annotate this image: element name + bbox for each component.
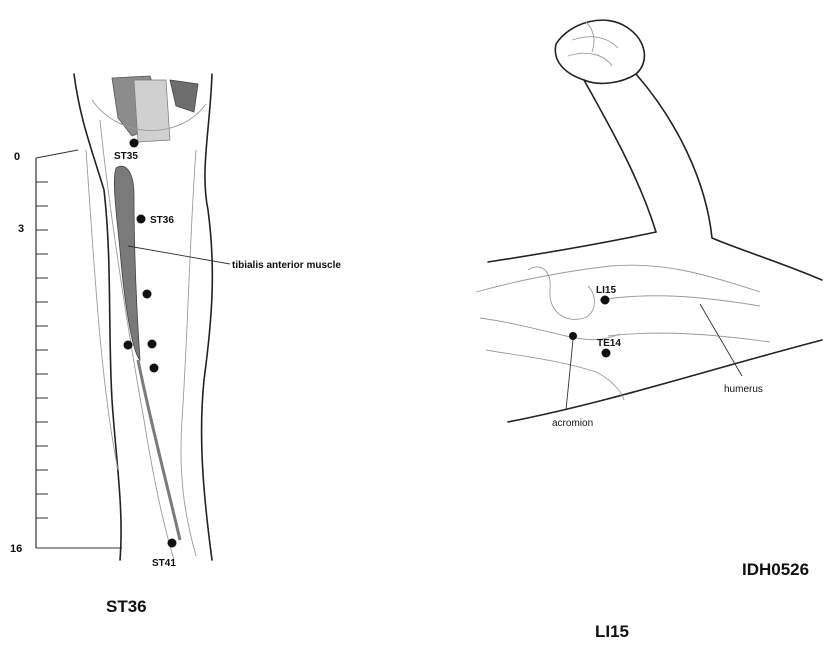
- shoulder-contour: [476, 265, 760, 292]
- muscle-leader-line: [128, 246, 230, 264]
- label-acromion: acromion: [552, 418, 593, 429]
- humerus-contour: [600, 296, 770, 342]
- label-humerus: humerus: [724, 384, 763, 395]
- leg-outline-right: [202, 74, 213, 560]
- point-st38: [124, 341, 133, 350]
- point-st37: [143, 290, 152, 299]
- caption-st36: ST36: [106, 597, 147, 616]
- patellar-tendon: [134, 80, 170, 142]
- measurement-scale: 0 3 16: [10, 150, 122, 555]
- leg-figure: 0 3 16 ST35 ST36 ST41 tibialis anterior …: [10, 74, 341, 616]
- acromion-shape: [528, 267, 594, 319]
- arm-figure: LI15 TE14 humerus acromion LI15: [476, 20, 822, 641]
- fist-fingers: [568, 22, 618, 66]
- forearm-inner: [584, 80, 656, 232]
- scale-label-3: 3: [18, 223, 24, 235]
- point-st36: [137, 215, 146, 224]
- label-st36: ST36: [150, 215, 174, 226]
- tibialis-anterior-tendon: [138, 360, 180, 540]
- scapula-contour: [486, 350, 624, 400]
- scale-label-16: 16: [10, 543, 22, 555]
- upper-arm-top: [488, 232, 656, 262]
- forearm-outer: [636, 74, 822, 280]
- point-acromion: [569, 332, 577, 340]
- upper-arm-bottom: [508, 340, 822, 422]
- humerus-leader-line: [700, 304, 742, 376]
- point-li15: [601, 296, 610, 305]
- label-te14: TE14: [597, 338, 621, 349]
- acromion-leader-line: [566, 340, 573, 410]
- fibula-contour: [181, 150, 196, 556]
- point-st41: [168, 539, 177, 548]
- point-st39: [148, 340, 157, 349]
- label-st35: ST35: [114, 151, 138, 162]
- label-st41: ST41: [152, 558, 176, 569]
- scale-label-0: 0: [14, 151, 20, 163]
- label-li15: LI15: [596, 285, 616, 296]
- point-st40: [150, 364, 159, 373]
- fist-outline: [555, 20, 644, 83]
- knee-shading-right: [170, 80, 198, 112]
- label-tibialis-anterior: tibialis anterior muscle: [232, 260, 341, 271]
- point-st35: [130, 139, 139, 148]
- clavicle-contour: [480, 318, 620, 340]
- leg-outline-left: [74, 74, 121, 560]
- image-code: IDH0526: [742, 560, 809, 579]
- caption-li15: LI15: [595, 622, 629, 641]
- point-te14: [602, 349, 611, 358]
